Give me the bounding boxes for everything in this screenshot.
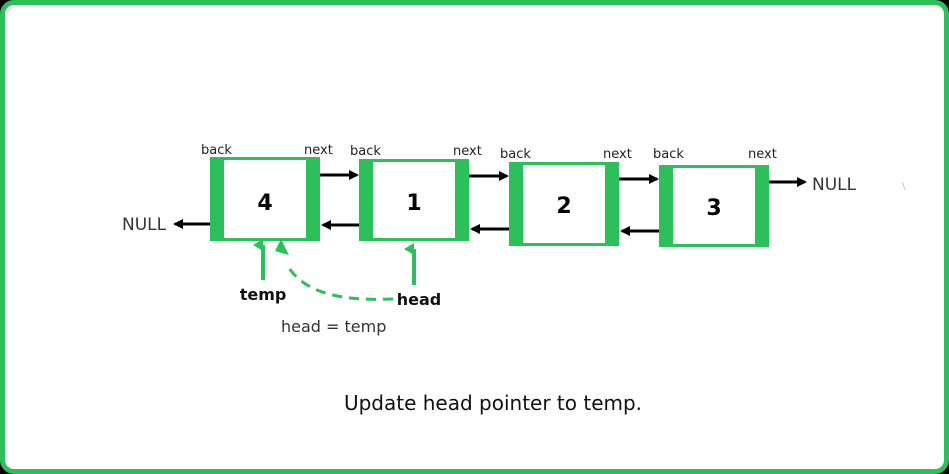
dashed-arrow-head bbox=[275, 239, 289, 255]
linked-list-diagram: 4 back next 1 back next 2 back next 3 ba… bbox=[122, 143, 906, 415]
head-label: head bbox=[397, 290, 442, 309]
back-label: back bbox=[653, 147, 684, 162]
caption: Update head pointer to temp. bbox=[344, 391, 642, 415]
next-label: next bbox=[603, 147, 632, 162]
node-3: 3 back next bbox=[653, 147, 777, 247]
next-label: next bbox=[304, 143, 333, 158]
node-4: 4 back next bbox=[201, 143, 333, 241]
node-1: 1 back next bbox=[350, 144, 482, 241]
back-label: back bbox=[201, 143, 232, 158]
back-label: back bbox=[350, 144, 381, 159]
assignment-label: head = temp bbox=[281, 317, 386, 336]
next-label: next bbox=[748, 147, 777, 162]
stray-mark: \ bbox=[902, 181, 906, 192]
null-left-label: NULL bbox=[122, 215, 167, 235]
node-value: 1 bbox=[406, 191, 421, 216]
node-value: 2 bbox=[556, 194, 571, 219]
head-move-dashed-arrow bbox=[285, 264, 394, 301]
null-right-label: NULL bbox=[812, 175, 857, 195]
node-value: 4 bbox=[257, 191, 272, 216]
node-2: 2 back next bbox=[500, 147, 632, 246]
next-label: next bbox=[453, 144, 482, 159]
temp-label: temp bbox=[240, 285, 287, 304]
node-value: 3 bbox=[706, 196, 721, 221]
back-label: back bbox=[500, 147, 531, 162]
